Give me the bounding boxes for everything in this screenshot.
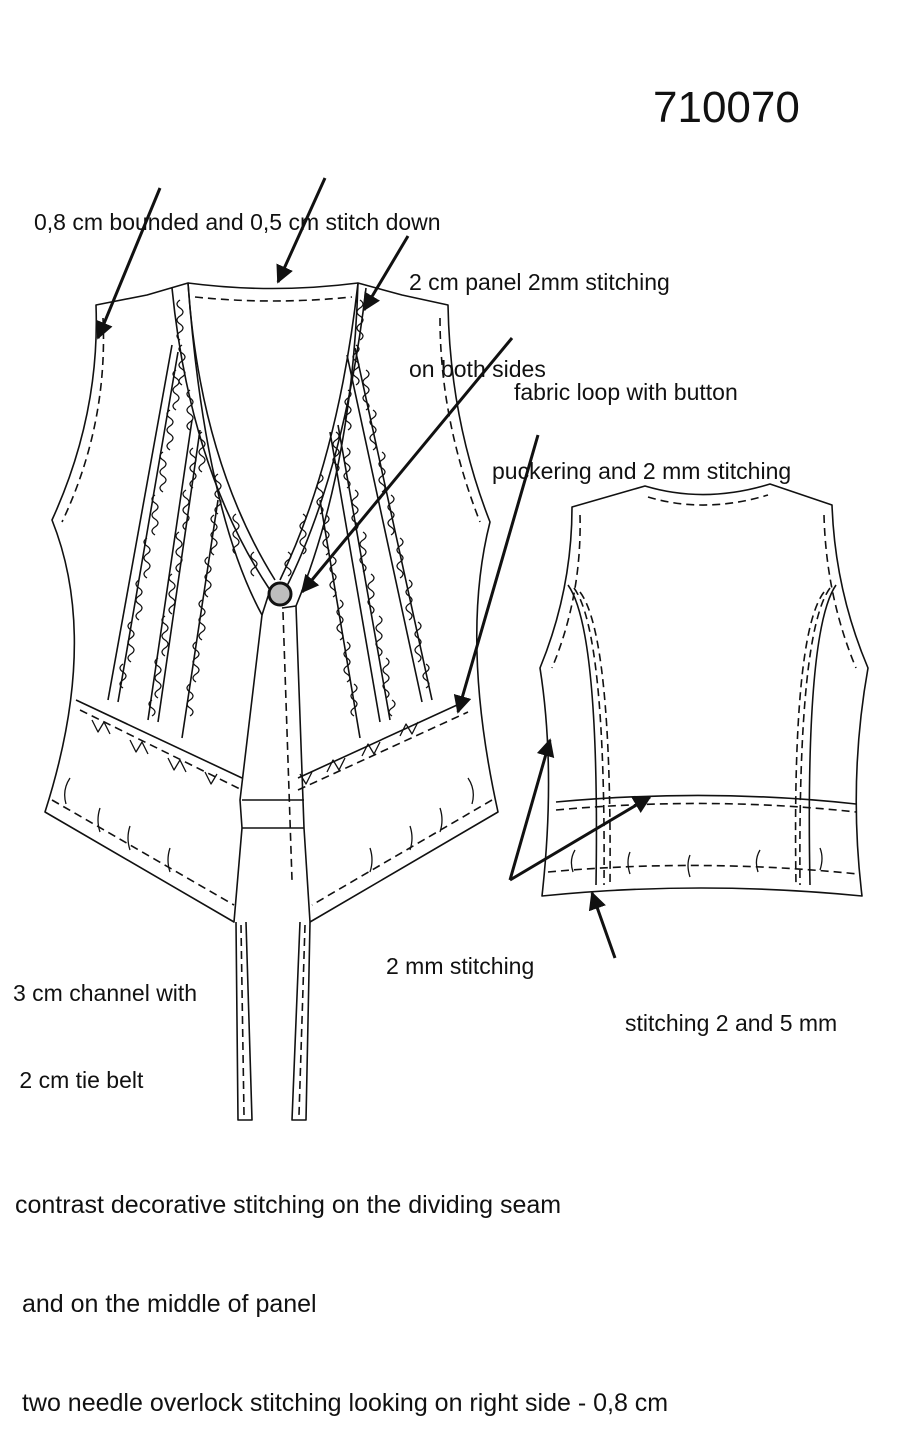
callout-puckering: puckering and 2 mm stitching: [492, 399, 791, 515]
panel-seam-5: [337, 424, 391, 721]
ruffle-6: [322, 514, 358, 717]
button-icon: [267, 581, 293, 607]
callout-puckering-line: puckering and 2 mm stitching: [492, 458, 792, 484]
back-side-panel-left: [567, 584, 598, 886]
callout-arrows: [95, 177, 652, 959]
panel-seam-2: [147, 419, 193, 721]
arrow-puckering: [453, 434, 540, 714]
panel-seam-1: [107, 344, 173, 701]
panel-seam-6: [319, 499, 361, 739]
front-edge-right: [281, 605, 297, 609]
callout-channel-line-2: 2 cm tie belt: [13, 1067, 144, 1093]
callout-2mm-stitching: 2 mm stitching: [386, 894, 534, 1010]
ruffle-5: [343, 447, 396, 717]
waist-seam-left: [75, 699, 243, 779]
back-neckline: [187, 282, 359, 290]
front-left-outline: [44, 282, 263, 923]
callout-panel-line-1: 2 cm panel 2mm stitching: [409, 269, 670, 295]
callout-2mm-line: 2 mm stitching: [386, 953, 535, 979]
callout-panel: 2 cm panel 2mm stitching on both sides: [409, 210, 670, 413]
tie-belt-right: [291, 921, 311, 1121]
callout-loop: fabric loop with button: [514, 320, 738, 436]
vest-front-view: [44, 282, 499, 1121]
back-outline: [539, 483, 869, 897]
arrow-panel: [362, 235, 410, 312]
ruffle-collar-right: [284, 299, 364, 577]
callout-channel: 3 cm channel with 2 cm tie belt: [13, 921, 197, 1124]
arrow-stitch-2-5: [588, 891, 617, 959]
front-right-outline: [295, 282, 499, 923]
panel-seam-4: [354, 347, 433, 701]
callout-binding-line: 0,8 cm bounded and 0,5 cm stitch down: [34, 209, 441, 235]
footer-note-3: two needle overlock stitching looking on…: [15, 1389, 669, 1417]
callout-stitching-2-5: stitching 2 and 5 mm: [625, 951, 837, 1067]
back-side-panel-right: [808, 584, 837, 886]
ruffle-2: [148, 447, 197, 717]
arrow-2mm-waist: [509, 795, 652, 882]
callout-channel-line-1: 3 cm channel with: [13, 980, 198, 1006]
arrow-2mm-side: [508, 738, 555, 881]
ruffle-collar-left: [176, 299, 258, 577]
pucker-marks-back: [570, 847, 823, 878]
footer-note-1: contrast decorative stitching on the div…: [15, 1191, 562, 1219]
panel-seam-3: [181, 499, 219, 739]
tie-belt-left: [235, 921, 253, 1121]
callout-panel-line-2: on both sides: [409, 356, 546, 382]
style-number: 710070: [653, 83, 800, 132]
arrow-binding-neck: [276, 177, 327, 284]
footer-notes: contrast decorative stitching on the div…: [15, 1123, 668, 1453]
ruffle-4: [362, 369, 430, 689]
footer-note-2: and on the middle of panel: [15, 1290, 317, 1318]
back-waist-seam: [555, 794, 857, 805]
ruffle-3: [186, 514, 218, 717]
callout-loop-line: fabric loop with button: [514, 379, 738, 405]
collar-band-right: [284, 287, 367, 591]
callout-binding: 0,8 cm bounded and 0,5 cm stitch down: [34, 150, 441, 266]
callout-stitching-2-5-line: stitching 2 and 5 mm: [625, 1010, 838, 1036]
arrow-loop: [300, 337, 514, 594]
technical-drawing: [44, 177, 869, 1121]
arrow-binding-armhole: [95, 187, 162, 340]
ruffle-1: [119, 369, 180, 689]
pucker-marks-front: [64, 719, 474, 873]
waist-seam-right: [297, 699, 469, 779]
